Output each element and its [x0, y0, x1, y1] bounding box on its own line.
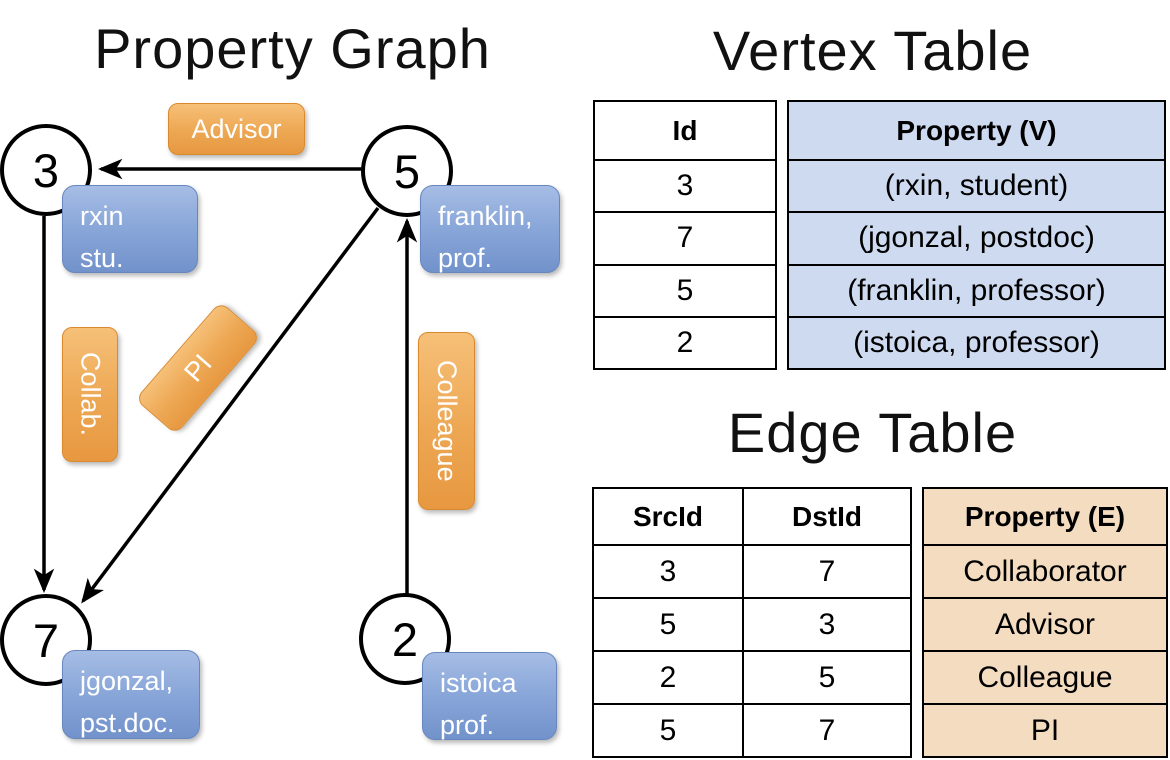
edge-table-dstid-cell: 7: [742, 703, 910, 756]
vertex-label-franklin: franklin, prof.: [420, 185, 560, 273]
vertex-table-id-cell: 5: [595, 263, 775, 316]
edge-table-srcid-cell: 3: [594, 544, 742, 597]
vertex-table-title: Vertex Table: [712, 19, 1033, 82]
edge-label-colleague: Colleague: [418, 332, 475, 510]
vertex-table-header-id: Id: [672, 114, 698, 146]
edge-label-collab: Collab.: [62, 327, 118, 462]
edge-table-header-dstid: DstId: [742, 489, 910, 544]
vertex-table-property-column: Property (V) (rxin, student) (jgonzal, p…: [787, 100, 1166, 370]
vertex-table-id-cell: 3: [595, 159, 775, 211]
edge-table-header-property: Property (E): [924, 489, 1166, 544]
edge-table-header-srcid: SrcId: [632, 500, 704, 532]
vertex-label-line: pst.doc.: [80, 707, 175, 738]
vertex-table-id-column: Id 3 7 5 2: [593, 100, 777, 370]
edge-table-dstid-cell: 3: [742, 597, 910, 650]
vertex-table-property-cell: (jgonzal, postdoc): [789, 211, 1164, 264]
node-id: 3: [32, 143, 60, 197]
property-graph-title: Property Graph: [94, 17, 491, 80]
edge-table-property-cell: Collaborator: [924, 544, 1166, 597]
graph-node-5: 5: [361, 125, 453, 217]
edge-table-title: Edge Table: [727, 401, 1018, 464]
node-id: 7: [32, 613, 60, 667]
vertex-table-header-property: Property (V): [789, 102, 1164, 159]
edge-table-srcid-cell: 5: [594, 597, 742, 650]
edge-table-property-cell: PI: [924, 703, 1166, 756]
edge-table-dstid-cell: 7: [742, 544, 910, 597]
vertex-table-id-cell: 2: [595, 315, 775, 368]
vertex-label-line: prof.: [438, 242, 493, 273]
edge-table-property-column: Property (E) Collaborator Advisor Collea…: [922, 487, 1168, 758]
edge-table-srcid-cell: 2: [594, 650, 742, 703]
vertex-label-line: franklin,: [438, 201, 533, 231]
vertex-label-line: jgonzal,: [80, 666, 174, 696]
vertex-table-property-cell: (istoica, professor): [789, 315, 1164, 368]
node-id: 2: [391, 612, 419, 666]
vertex-table-id-cell: 7: [595, 211, 775, 263]
vertex-label-jgonzal: jgonzal, pst.doc.: [62, 650, 200, 739]
edge-table-dstid-cell: 5: [742, 650, 910, 703]
vertex-label-line: istoica: [440, 668, 517, 698]
vertex-label-rxin: rxin stu.: [62, 185, 198, 273]
vertex-label-line: rxin: [80, 201, 124, 231]
vertex-table-property-cell: (rxin, student): [789, 159, 1164, 212]
node-id: 5: [393, 144, 421, 198]
edge-table-id-columns: SrcId DstId 3 7 5 3 2 5 5 7: [592, 487, 912, 758]
vertex-label-line: prof.: [440, 709, 495, 740]
graph-node-3: 3: [0, 124, 92, 216]
vertex-label-istoica: istoica prof.: [422, 652, 557, 740]
vertex-label-line: stu.: [80, 242, 124, 273]
edge-label-pi: PI: [134, 301, 262, 435]
vertex-table-property-cell: (franklin, professor): [789, 263, 1164, 316]
edge-table-srcid-cell: 5: [594, 703, 742, 756]
edge-label-advisor: Advisor: [168, 103, 305, 155]
edge-table-property-cell: Colleague: [924, 650, 1166, 703]
edge-table-property-cell: Advisor: [924, 597, 1166, 650]
